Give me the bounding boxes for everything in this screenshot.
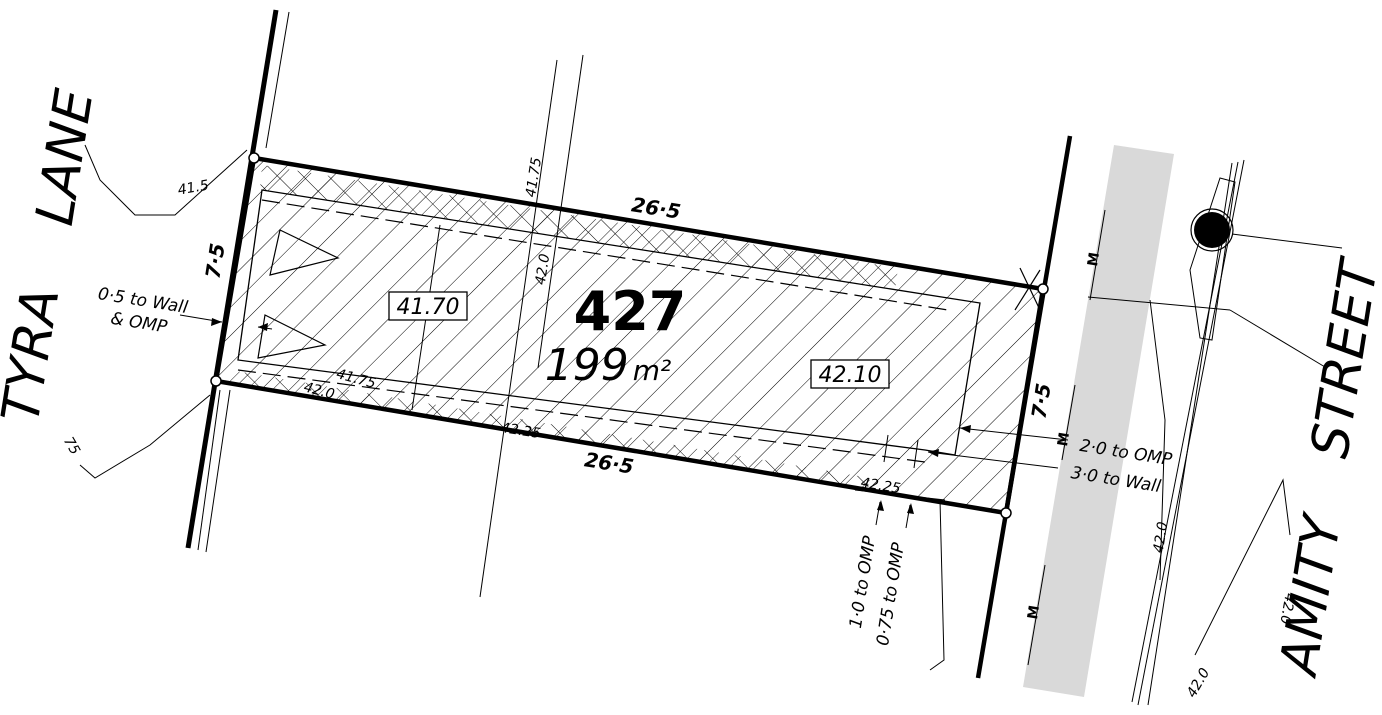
svg-text:42.0: 42.0: [1276, 592, 1297, 626]
svg-text:0·75 to OMP: 0·75 to OMP: [873, 541, 909, 648]
level-box-east-label: 42.10: [819, 363, 882, 388]
level-box-west: 41.70: [388, 291, 468, 321]
lot-number: 427: [574, 280, 687, 343]
service-pit-icon: [1087, 177, 1343, 368]
cross-marker-icon: [1014, 267, 1041, 311]
svg-text:STREET: STREET: [1300, 253, 1382, 463]
svg-text:41.75: 41.75: [523, 156, 545, 198]
svg-text:42.0: 42.0: [1184, 665, 1213, 700]
level-values: 41.5 41.75 42.0 41.75 42.0 42.25 42.25 7…: [60, 156, 1297, 700]
svg-text:42.0: 42.0: [533, 253, 554, 286]
water-main-markers: M M M: [1025, 209, 1106, 666]
svg-text:1·0 to OMP: 1·0 to OMP: [846, 534, 880, 630]
tyra-lane-label: TYRA LANE: [0, 85, 106, 427]
west-width: 7·5: [200, 242, 229, 281]
svg-text:TYRA: TYRA: [0, 284, 71, 427]
corner-pegs: [210, 152, 1049, 519]
east-width: 7·5: [1026, 382, 1055, 421]
svg-text:41.5: 41.5: [177, 177, 211, 198]
level-box-west-label: 41.70: [397, 295, 460, 320]
svg-text:LANE: LANE: [25, 85, 106, 229]
footpath-strip: [1023, 145, 1174, 697]
svg-text:M: M: [1025, 604, 1043, 620]
svg-text:M: M: [1055, 431, 1073, 447]
south-length: 26·5: [583, 447, 636, 478]
level-box-east: 42.10: [810, 359, 890, 389]
svg-text:M: M: [1085, 251, 1103, 267]
svg-text:42.0: 42.0: [1151, 521, 1172, 554]
svg-text:42.0: 42.0: [302, 379, 336, 403]
svg-text:42.25: 42.25: [860, 475, 902, 497]
svg-text:42.25: 42.25: [500, 420, 542, 442]
setback-arrows: [179, 314, 1069, 529]
north-length: 26·5: [630, 192, 683, 223]
svg-text:75: 75: [60, 434, 83, 458]
